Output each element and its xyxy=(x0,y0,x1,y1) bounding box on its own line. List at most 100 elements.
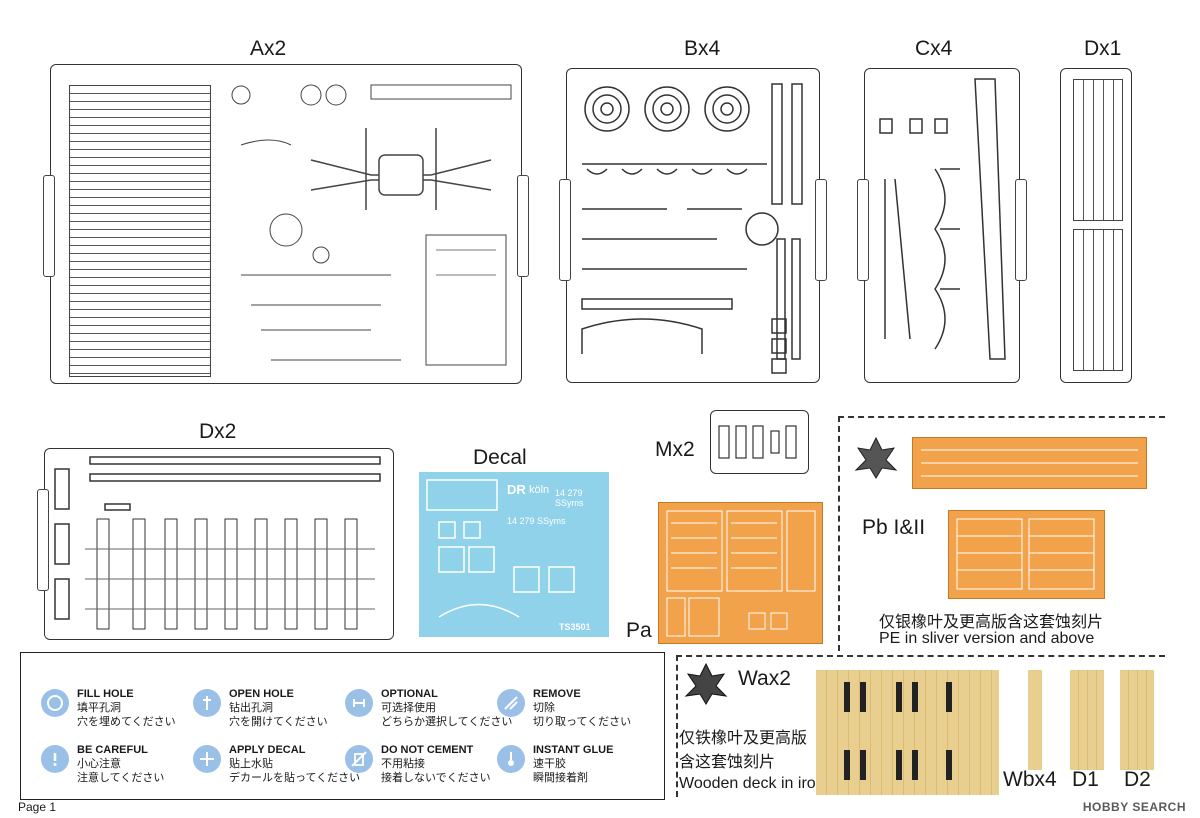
legend-remove: REMOVE 切除切り取ってください xyxy=(497,687,631,729)
legend-title: INSTANT GLUE xyxy=(533,744,614,756)
sprue-d1-panel-top xyxy=(1073,79,1123,221)
legend-jp: 穴を開けてください xyxy=(229,716,328,728)
optional-icon xyxy=(345,689,373,717)
decal-city: köln xyxy=(529,484,550,496)
legend-cn: 速干胶 xyxy=(533,758,566,770)
wood-wa-label: Wax2 xyxy=(738,667,791,690)
sprue-a-chassis xyxy=(310,128,492,210)
pe-pb-fret-1-lines xyxy=(921,449,1138,477)
wood-region xyxy=(676,655,1165,797)
decal-icon xyxy=(193,745,221,773)
legend-instant-glue: INSTANT GLUE 速干胶瞬間接着剤 xyxy=(497,743,613,785)
sprue-d2-parts xyxy=(54,456,381,630)
legend-jp: 切り取ってください xyxy=(533,716,632,728)
legend-title: DO NOT CEMENT xyxy=(381,744,474,756)
legend-optional: OPTIONAL 可选择使用どちらか選択してください xyxy=(345,687,512,729)
sprue-d1 xyxy=(1060,68,1132,383)
wood-note-cn-2: 含这套蚀刻片 xyxy=(679,754,776,771)
sprue-b-left-tab xyxy=(559,179,571,281)
legend-cn: 贴上水贴 xyxy=(229,758,273,770)
watermark: HOBBY SEARCH xyxy=(1082,800,1186,814)
legend-apply-decal: APPLY DECAL 贴上水贴デカールを貼ってください xyxy=(193,743,360,785)
decal-label: Decal xyxy=(473,446,527,469)
sprue-a xyxy=(43,64,529,384)
pe-pb-fret-1 xyxy=(912,437,1147,489)
legend-cn: 小心注意 xyxy=(77,758,121,770)
decal-number-1: 14 279 SSyms xyxy=(555,488,584,508)
wood-deck-d2 xyxy=(1120,670,1154,770)
sprue-d1-label: Dx1 xyxy=(1084,37,1122,60)
wood-note-cn-1: 仅铁橡叶及更高版 xyxy=(679,730,808,747)
sprue-m-parts xyxy=(718,425,797,459)
sprue-b-right-tab xyxy=(815,179,827,281)
decal-sheet: DR köln 14 279 SSyms 14 279 SSyms TS3501 xyxy=(419,472,609,637)
legend-title: BE CAREFUL xyxy=(77,744,148,756)
wood-d1-label: D1 xyxy=(1072,768,1099,791)
pe-silver-region xyxy=(838,416,1165,651)
legend-cn: 钻出孔洞 xyxy=(229,702,273,714)
sprue-c-right-tab xyxy=(1015,179,1027,281)
legend-title: REMOVE xyxy=(533,688,581,700)
legend-title: FILL HOLE xyxy=(77,688,134,700)
page-number: Page 1 xyxy=(18,800,57,814)
sprue-d2-left-tab xyxy=(37,489,49,591)
sprue-m-label: Mx2 xyxy=(655,438,695,461)
pe-note-cn: 仅银橡叶及更高版含这套蚀刻片 xyxy=(879,614,1104,631)
no-cement-icon xyxy=(345,745,373,773)
pe-pb-fret-2-lines xyxy=(956,518,1095,590)
wood-deck-wb xyxy=(1028,670,1042,770)
wood-d2-label: D2 xyxy=(1124,768,1151,791)
decal-code-dr: DR xyxy=(507,482,526,497)
legend-jp: 穴を埋めてください xyxy=(77,716,176,728)
fill-hole-icon xyxy=(41,689,69,717)
open-hole-icon xyxy=(193,689,221,717)
legend-jp: どちらか選択してください xyxy=(381,716,513,728)
legend-jp: デカールを貼ってください xyxy=(229,772,361,784)
sprue-a-left-tab xyxy=(43,175,55,277)
legend-do-not-cement: DO NOT CEMENT 不用粘接接着しないでください xyxy=(345,743,491,785)
decal-number-2: 14 279 SSyms xyxy=(507,516,566,526)
legend-title: OPTIONAL xyxy=(381,688,438,700)
sprue-c-label: Cx4 xyxy=(915,37,953,60)
legend-title: OPEN HOLE xyxy=(229,688,294,700)
wood-wb-label: Wbx4 xyxy=(1003,768,1057,791)
legend-open-hole: OPEN HOLE 钻出孔洞穴を開けてください xyxy=(193,687,328,729)
legend-cn: 切除 xyxy=(533,702,555,714)
pe-pa-parts xyxy=(666,510,816,637)
sprue-d2-label: Dx2 xyxy=(199,420,237,443)
sprue-b-label: Bx4 xyxy=(684,37,721,60)
pe-pa-fret xyxy=(658,502,823,644)
sprue-a-right-tab xyxy=(517,175,529,277)
pe-pa-label: Pa xyxy=(626,619,652,642)
legend-fill-hole: FILL HOLE 填平孔洞穴を埋めてください xyxy=(41,687,176,729)
sprue-a-slatted-door xyxy=(69,85,211,377)
silver-oak-leaf-icon xyxy=(854,436,898,479)
remove-icon xyxy=(497,689,525,717)
sprue-a-small-parts xyxy=(231,84,512,366)
iron-oak-leaf-icon xyxy=(684,662,728,705)
careful-icon xyxy=(41,745,69,773)
legend-jp: 接着しないでください xyxy=(381,772,491,784)
wood-deck-d1 xyxy=(1070,670,1104,770)
sprue-b xyxy=(559,68,827,383)
sprue-b-parts xyxy=(581,83,803,374)
decal-footer: TS3501 xyxy=(559,622,591,632)
decal-markings xyxy=(426,479,575,618)
legend-jp: 瞬間接着剤 xyxy=(533,772,588,784)
symbol-legend: FILL HOLE 填平孔洞穴を埋めてください OPEN HOLE 钻出孔洞穴を開け… xyxy=(20,652,665,800)
legend-cn: 不用粘接 xyxy=(381,758,425,770)
glue-icon xyxy=(497,745,525,773)
sprue-c xyxy=(857,68,1027,383)
legend-cn: 可选择使用 xyxy=(381,702,436,714)
legend-be-careful: BE CAREFUL 小心注意注意してください xyxy=(41,743,164,785)
legend-jp: 注意してください xyxy=(77,772,165,784)
sprue-d2 xyxy=(37,448,394,640)
sprue-d1-panel-bottom xyxy=(1073,229,1123,371)
legend-cn: 填平孔洞 xyxy=(77,702,121,714)
pe-note-en: PE in sliver version and above xyxy=(879,630,1095,647)
wood-deck-slots xyxy=(844,682,952,780)
pe-pb-label: Pb I&II xyxy=(862,516,926,539)
sprue-a-label: Ax2 xyxy=(250,37,287,60)
pe-pb-fret-2 xyxy=(948,510,1105,599)
legend-title: APPLY DECAL xyxy=(229,744,306,756)
